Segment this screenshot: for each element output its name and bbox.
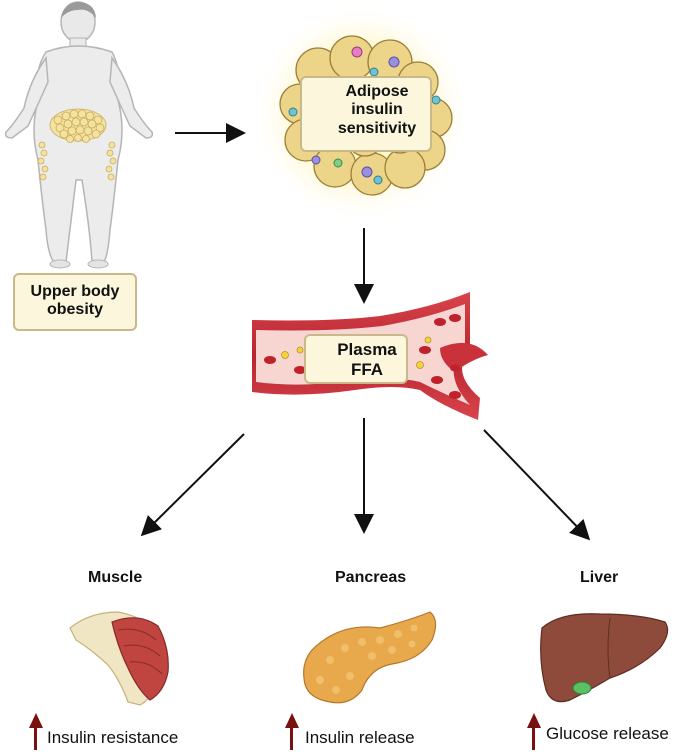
arrow-plasma-to-muscle [140,433,245,537]
flow-arrows [140,123,591,541]
human-figure-icon [4,1,154,269]
adipose-label-line3: sensitivity [337,119,417,137]
plasma-label-line1: Plasma [337,340,397,359]
organ-title-pancreas: Pancreas [335,569,407,586]
liver-increase-arrow-icon [527,713,541,750]
effect-text-pancreas: Insulin release [305,728,415,747]
muscle-icon [69,611,169,706]
pancreas-increase-arrow-icon [285,713,299,750]
effect-text-liver: Glucose release [546,724,669,743]
adipose-label-line1: Adipose [345,83,409,100]
adipose-label-box: Adipose insulin sensitivity [300,76,432,152]
adipose-label-line2: insulin [351,101,403,119]
obesity-label-line2: obesity [46,301,103,319]
organ-title-liver: Liver [580,569,619,586]
plasma-label-line2: FFA [350,359,384,379]
arrow-plasma-to-liver [483,429,591,541]
pancreas-icon [303,611,437,704]
organ-title-muscle: Muscle [88,569,143,586]
plasma-label-box: Plasma FFA [304,334,408,384]
obesity-label-line1: Upper body [30,283,120,300]
muscle-increase-arrow-icon [29,713,43,750]
obesity-label-box: Upper body obesity [13,273,137,331]
effect-text-muscle: Insulin resistance [47,728,179,747]
liver-icon [540,613,669,703]
